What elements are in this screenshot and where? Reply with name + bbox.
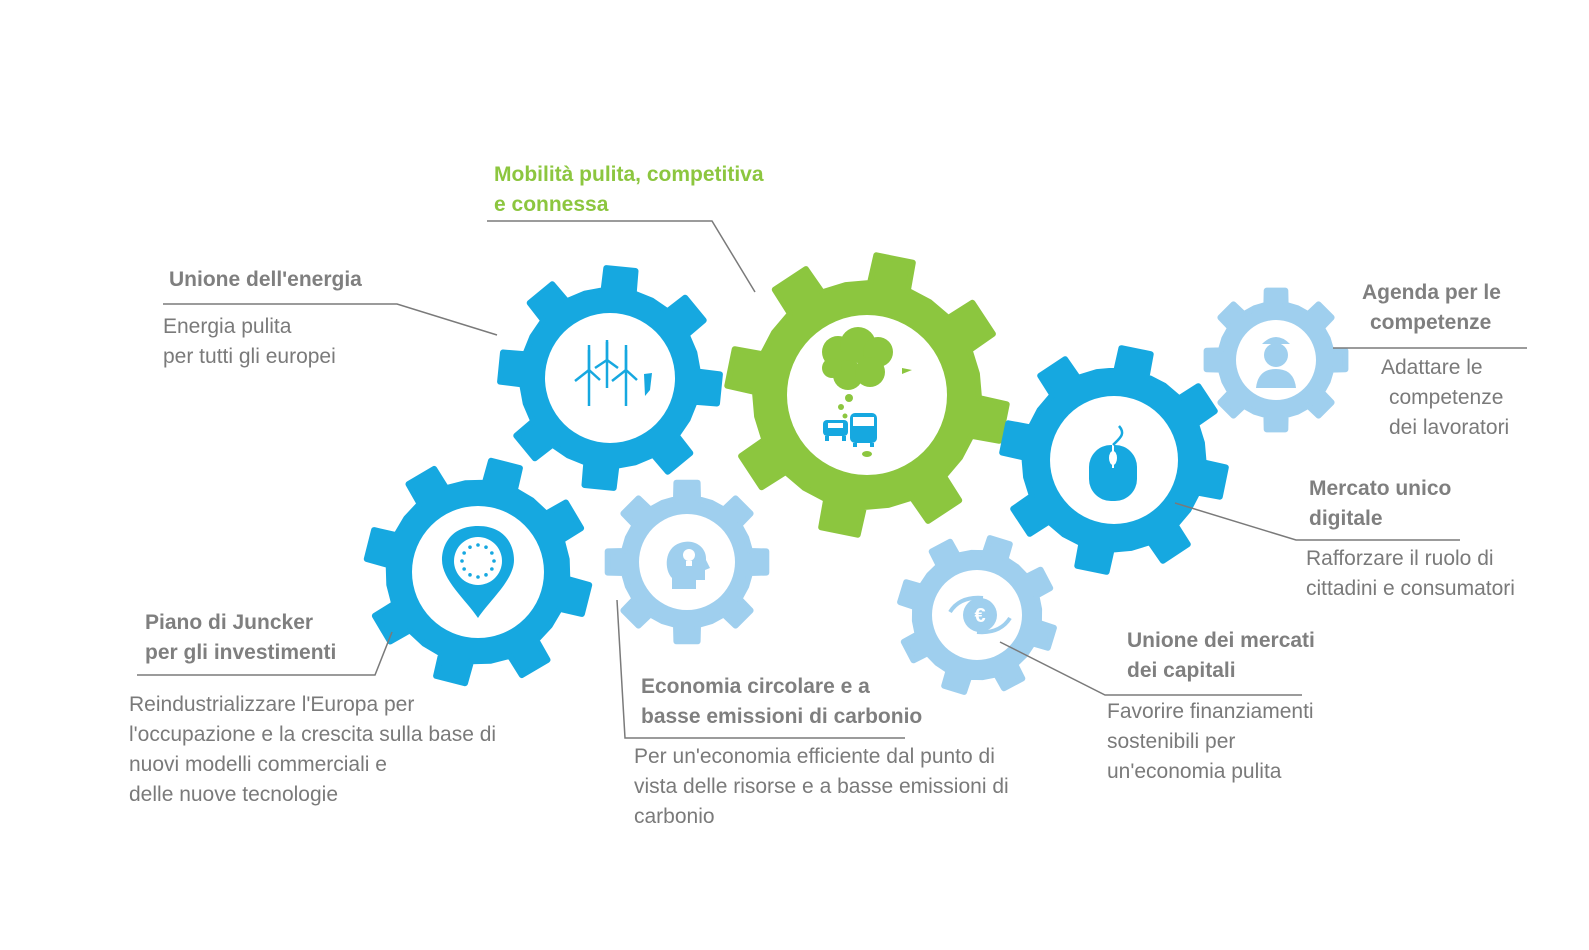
desc-line: carbonio — [634, 805, 715, 828]
title-line: Mercato unico — [1309, 477, 1452, 500]
computer-mouse-icon — [1089, 425, 1137, 501]
leader-line-energy — [163, 303, 498, 336]
svg-text:€: € — [974, 605, 985, 627]
eu-location-pin-icon — [442, 526, 514, 618]
title-line: Mobilità pulita, competitiva — [494, 163, 764, 186]
title-line: digitale — [1309, 507, 1383, 530]
eu-star-icon — [462, 551, 466, 555]
desc-line: Per un'economia efficiente dal punto di — [634, 745, 995, 768]
eu-star-icon — [468, 573, 472, 577]
title-line: Economia circolare e a — [641, 675, 870, 698]
eu-star-icon — [492, 559, 496, 563]
desc-line: competenze — [1389, 386, 1504, 409]
title-line: competenze — [1370, 311, 1492, 334]
mobility-title: Mobilità pulita, competitiva e connessa — [494, 160, 764, 220]
desc-line: delle nuove tecnologie — [129, 783, 338, 806]
eu-star-icon — [476, 543, 480, 547]
eu-star-icon — [484, 545, 488, 549]
title-line: Unione dell'energia — [169, 268, 362, 291]
juncker-title: Piano di Juncker per gli investimenti — [145, 608, 336, 668]
skills-desc: Adattare le competenze dei lavoratori — [1381, 353, 1509, 443]
circular-title: Economia circolare e a basse emissioni d… — [641, 672, 922, 732]
desc-line: nuovi modelli commerciali e — [129, 753, 387, 776]
desc-line: dei lavoratori — [1389, 416, 1510, 439]
desc-line: per tutti gli europei — [163, 345, 336, 368]
desc-line: Rafforzare il ruolo di — [1306, 547, 1494, 570]
skills-title: Agenda per le competenze — [1362, 278, 1501, 338]
desc-line: Favorire finanziamenti — [1107, 700, 1314, 723]
leader-line-mobility — [487, 220, 756, 293]
title-line: Piano di Juncker — [145, 611, 314, 634]
title-line: basse emissioni di carbonio — [641, 705, 923, 728]
desc-line: cittadini e consumatori — [1306, 577, 1515, 600]
title-line: e connessa — [494, 193, 609, 216]
worker-icon — [1256, 337, 1296, 388]
euro-cycle-icon: € — [948, 595, 1012, 635]
desc-line: l'occupazione e la crescita sulla base d… — [129, 723, 497, 746]
title-line: per gli investimenti — [145, 641, 337, 664]
eu-star-icon — [490, 551, 494, 555]
digital-title: Mercato unico digitale — [1309, 474, 1451, 534]
desc-line: Energia pulita — [163, 315, 292, 338]
eu-star-icon — [462, 567, 466, 571]
leader-line-circular — [616, 599, 905, 739]
circular-desc: Per un'economia efficiente dal punto di … — [634, 742, 1009, 832]
leader-line-juncker — [137, 631, 393, 676]
energy-desc: Energia pulita per tutti gli europei — [163, 312, 336, 372]
desc-line: Adattare le — [1381, 356, 1483, 379]
juncker-desc: Reindustrializzare l'Europa per l'occupa… — [129, 690, 496, 810]
gear-hole-energy — [545, 313, 675, 443]
desc-line: Reindustrializzare l'Europa per — [129, 693, 415, 716]
desc-line: vista delle risorse e a basse emissioni … — [634, 775, 1009, 798]
cloud-traffic-icon — [822, 327, 912, 457]
title-line: dei capitali — [1127, 659, 1236, 682]
title-line: Agenda per le — [1362, 281, 1501, 304]
title-line: Unione dei mercati — [1127, 629, 1315, 652]
digital-desc: Rafforzare il ruolo di cittadini e consu… — [1306, 544, 1515, 604]
wind-turbines-icon — [574, 340, 652, 406]
eu-star-icon — [460, 559, 464, 563]
desc-line: un'economia pulita — [1107, 760, 1282, 783]
capital-desc: Favorire finanziamenti sostenibili per u… — [1107, 697, 1314, 787]
leader-line-capital — [999, 641, 1302, 696]
eu-star-icon — [484, 573, 488, 577]
energy-title: Unione dell'energia — [169, 265, 362, 295]
capital-title: Unione dei mercati dei capitali — [1127, 626, 1315, 686]
desc-line: sostenibili per — [1107, 730, 1236, 753]
lightbulb-head-icon — [666, 541, 710, 589]
eu-star-icon — [490, 567, 494, 571]
eu-star-icon — [468, 545, 472, 549]
leader-line-digital — [1174, 502, 1460, 541]
eu-star-icon — [476, 575, 480, 579]
